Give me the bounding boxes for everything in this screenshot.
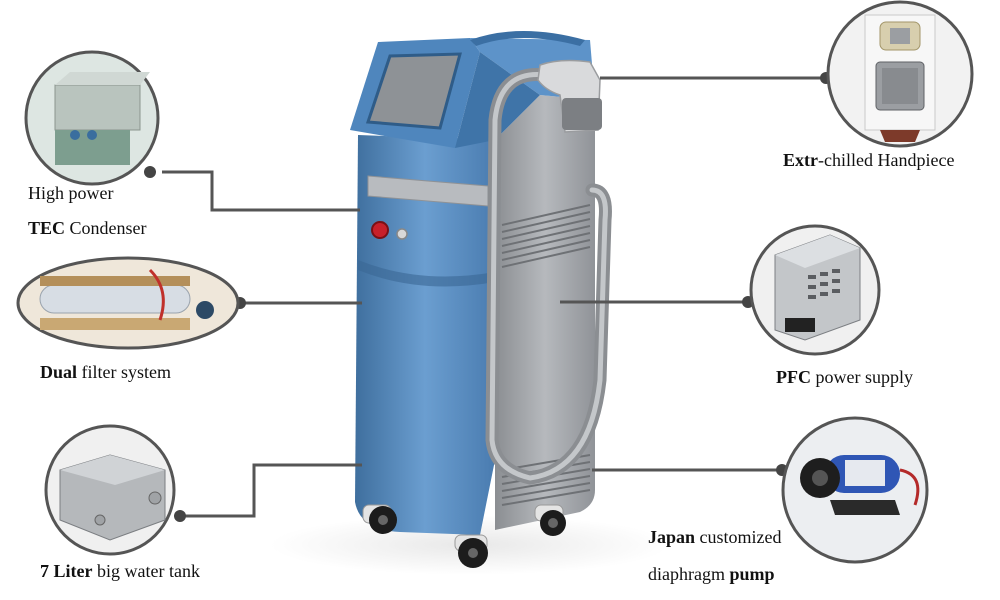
touch-screen — [365, 52, 462, 130]
dual-filter-callout — [16, 256, 240, 350]
label-run: TEC — [28, 218, 66, 238]
leader-tec — [162, 170, 360, 212]
label-run: Extr — [783, 150, 818, 170]
label-run: 7 Liter — [40, 561, 93, 581]
diaphragm-pump-image — [800, 455, 920, 515]
water-tank-image — [59, 454, 166, 541]
key-switch — [396, 228, 408, 240]
label-run: diaphragm — [648, 564, 730, 584]
label-run: filter system — [77, 362, 171, 382]
vent-grille-upper — [501, 204, 591, 268]
water-tank-callout — [44, 424, 176, 556]
label-dual-filter: Dual filter system — [40, 361, 171, 383]
label-run: -chilled Handpiece — [818, 150, 955, 170]
device-blue-body — [355, 135, 495, 535]
emergency-stop-button — [371, 221, 389, 239]
label-run: Japan — [648, 527, 696, 547]
power-supply-image — [774, 234, 861, 341]
leader-tank — [180, 463, 362, 518]
pump-callout — [781, 416, 929, 564]
tec-condenser-callout — [24, 50, 160, 186]
top-handle — [470, 31, 585, 46]
handpiece-closeup-image — [864, 14, 936, 142]
label-handpiece: Extr-chilled Handpiece — [783, 149, 954, 171]
label-run: pump — [729, 564, 775, 584]
label-run: big water tank — [92, 561, 200, 581]
dual-filter-image — [39, 268, 214, 330]
label-water-tank: 7 Liter big water tank — [40, 560, 200, 582]
label-run: Condenser — [65, 218, 147, 238]
label-pump-line1: Japan customized — [648, 526, 782, 548]
label-run: power supply — [811, 367, 914, 387]
handpiece — [537, 59, 602, 133]
laser-device — [350, 31, 612, 568]
label-run: customized — [695, 527, 782, 547]
handpiece-callout — [826, 0, 974, 148]
label-run: High power — [28, 183, 114, 203]
caster-wheels — [362, 504, 566, 568]
leader-lines — [162, 76, 826, 518]
label-pump-line2: diaphragm pump — [648, 563, 775, 585]
label-tec-line1: High power — [28, 182, 113, 204]
power-supply-callout — [749, 224, 881, 356]
device-gray-panel — [495, 95, 595, 530]
label-power-supply: PFC power supply — [776, 366, 913, 388]
label-run: PFC — [776, 367, 811, 387]
tec-condenser-image — [54, 72, 150, 165]
label-tec-line2: TEC Condenser — [28, 217, 147, 239]
label-run: Dual — [40, 362, 78, 382]
